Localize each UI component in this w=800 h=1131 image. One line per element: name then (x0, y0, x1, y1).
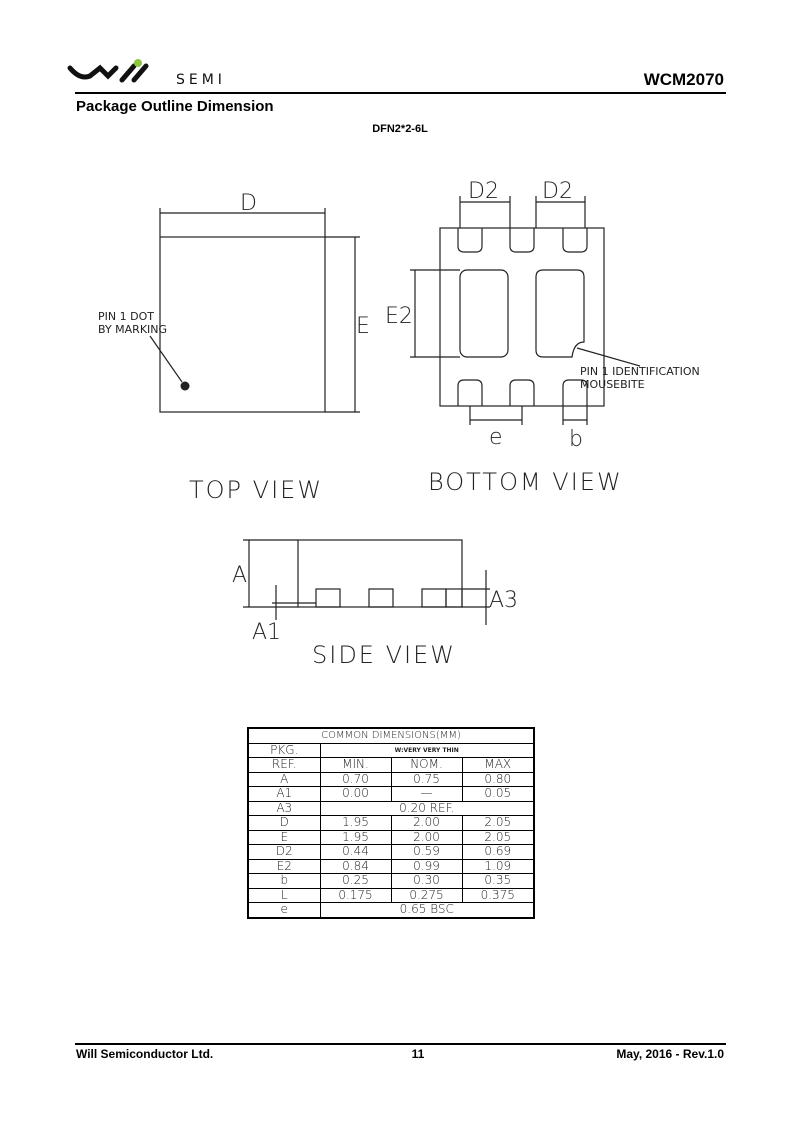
cell: 0.175 (319, 887, 392, 903)
part-number: WCM2070 (643, 70, 724, 89)
cell: — (390, 786, 463, 802)
header-rule (75, 92, 726, 94)
col-header: NOM. (390, 757, 463, 773)
side-view-label: SIDE VIEW (312, 641, 456, 669)
will-semi-logo: SEMI (67, 59, 226, 88)
logo-dot-icon (134, 59, 142, 67)
col-header: MIN. (319, 757, 392, 773)
cell: A1 (247, 786, 321, 802)
pin1-note: PIN 1 DOT (98, 310, 154, 323)
bottom-view (410, 196, 641, 425)
cell: 0.99 (390, 858, 463, 874)
cell: 0.275 (390, 887, 463, 903)
dim-pitch-label: e (489, 425, 503, 450)
cell: E (247, 829, 321, 845)
cell: 0.44 (319, 844, 392, 860)
cell: 0.375 (461, 887, 535, 903)
package-name: DFN2*2-6L (372, 123, 428, 135)
cell: 0.75 (390, 771, 463, 787)
dim-a1-label: A1 (252, 620, 281, 645)
dim-a-label: A (232, 563, 247, 588)
cell: A (247, 771, 321, 787)
cell: 1.09 (461, 858, 535, 874)
cell: 2.05 (461, 815, 535, 831)
side-view (243, 539, 490, 625)
logo-text: SEMI (176, 72, 226, 88)
cell: 0.80 (461, 771, 535, 787)
cell: 2.00 (390, 829, 463, 845)
cell: 0.59 (390, 844, 463, 860)
pin1-dot (180, 381, 190, 391)
pkg-label: PKG. (247, 742, 321, 758)
cell: D2 (247, 844, 321, 860)
cell: 0.25 (319, 873, 392, 889)
cell: 1.95 (319, 815, 392, 831)
section-title: Package Outline Dimension (76, 98, 274, 115)
dim-e-label: E (356, 314, 370, 339)
table-header-row: REF. MIN. NOM. MAX (247, 757, 535, 773)
top-view (149, 208, 360, 413)
cell: E2 (247, 858, 321, 874)
pkg-value: W:VERY VERY THIN (319, 742, 535, 758)
cell: 0.30 (390, 873, 463, 889)
pin1-id-note: MOUSEBITE (580, 378, 645, 391)
col-header: MAX (461, 757, 535, 773)
top-view-label: TOP VIEW (189, 476, 323, 504)
cell: 0.70 (319, 771, 392, 787)
dim-e2-label: E2 (385, 304, 413, 329)
footer-company: Will Semiconductor Ltd. (76, 1047, 214, 1061)
cell: 0.65 BSC (319, 902, 535, 918)
cell: 2.05 (461, 829, 535, 845)
col-header: REF. (247, 757, 321, 773)
dim-d-label: D (240, 191, 257, 216)
cell: 1.95 (319, 829, 392, 845)
cell: 0.84 (319, 858, 392, 874)
footer-page-number: 11 (411, 1047, 425, 1061)
dim-a3-label: A3 (489, 588, 518, 613)
dim-d2-label: D2 (542, 179, 573, 204)
cell: 0.69 (461, 844, 535, 860)
cell: 2.00 (390, 815, 463, 831)
footer-date-rev: May, 2016 - Rev.1.0 (616, 1047, 724, 1061)
cell: L (247, 887, 321, 903)
cell: e (247, 902, 321, 918)
cell: 0.20 REF. (319, 800, 535, 816)
cell: A3 (247, 800, 321, 816)
cell: 0.05 (461, 786, 535, 802)
dim-d2-label: D2 (468, 179, 499, 204)
dimensions-table: COMMON DIMENSIONS(MM) PKG.W:VERY VERY TH… (247, 727, 535, 919)
pin1-note: BY MARKING (98, 323, 167, 336)
cell: 0.00 (319, 786, 392, 802)
table-title: COMMON DIMENSIONS(MM) (247, 727, 535, 744)
pin1-id-note: PIN 1 IDENTIFICATION (580, 365, 700, 378)
cell: 0.35 (461, 873, 535, 889)
bottom-view-label: BOTTOM VIEW (428, 468, 623, 496)
cell: b (247, 873, 321, 889)
cell: D (247, 815, 321, 831)
dim-b-label: b (569, 427, 583, 452)
